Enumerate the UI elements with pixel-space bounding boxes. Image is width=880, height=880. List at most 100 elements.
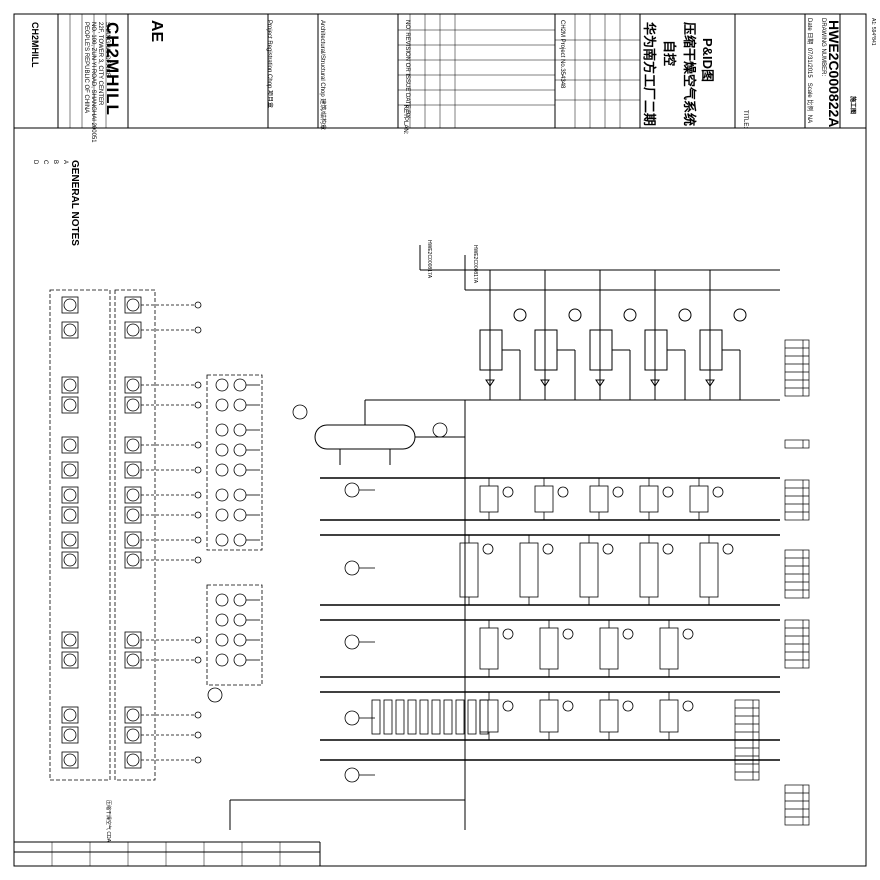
- stage-label: 施工图: [849, 96, 855, 115]
- instrument-bubble: [63, 298, 77, 312]
- instrument-bubble: [126, 378, 140, 392]
- equipment: [579, 542, 599, 598]
- dryer-vessel: [699, 329, 723, 371]
- instrument-bubble: [215, 398, 229, 412]
- instrument-bubble: [682, 700, 694, 712]
- equipment: [639, 485, 659, 513]
- valve: [650, 379, 660, 387]
- instrument-bubble: [233, 398, 247, 412]
- general-notes-list: A B C D: [32, 160, 68, 165]
- instrument-box: [61, 631, 79, 649]
- pressure-gauge: [344, 767, 360, 783]
- equipment: [599, 627, 619, 670]
- instrument-bubble: [682, 628, 694, 640]
- equipment: [639, 542, 659, 598]
- revision-header: NO. REVISION OR ISSUE DATE BY: [404, 20, 410, 119]
- instrument-bubble: [513, 308, 527, 322]
- instrument-bubble: [126, 323, 140, 337]
- company-address: SHANGHAI OFFICE 22F, TOWER 3, CITY CENTE…: [83, 22, 110, 143]
- instrument-bubble: [126, 398, 140, 412]
- equipment: [539, 627, 559, 670]
- connector: [194, 656, 202, 664]
- instrument-bubble: [63, 378, 77, 392]
- valve: [595, 379, 605, 387]
- instrument-bubble: [233, 423, 247, 437]
- instrument-box: [61, 751, 79, 769]
- instrument-bubble: [215, 443, 229, 457]
- ae-logo: AE: [148, 20, 165, 43]
- instrument-bubble: [233, 488, 247, 502]
- instrument-bubble: [233, 633, 247, 647]
- connector: [194, 536, 202, 544]
- filter-element: [371, 699, 381, 735]
- instrument-bubble: [233, 533, 247, 547]
- pressure-gauge: [344, 710, 360, 726]
- instrument-bubble: [233, 613, 247, 627]
- connector: [194, 711, 202, 719]
- instrument-bubble: [502, 700, 514, 712]
- connector: [194, 326, 202, 334]
- connector: [194, 511, 202, 519]
- instrument-box: [61, 396, 79, 414]
- connector: [194, 556, 202, 564]
- pressure-gauge: [344, 482, 360, 498]
- project-title-line-2: 自控: [662, 40, 677, 67]
- equipment: [589, 485, 609, 513]
- instrument-bubble: [126, 508, 140, 522]
- filter-element: [431, 699, 441, 735]
- equipment: [479, 485, 499, 513]
- pressure-gauge: [207, 687, 223, 703]
- instrument-bubble: [215, 593, 229, 607]
- instrument-box: [61, 651, 79, 669]
- connector: [194, 301, 202, 309]
- instrument-bubble: [63, 753, 77, 767]
- instrument-bubble: [233, 508, 247, 522]
- equipment: [539, 699, 559, 733]
- instrument-bubble: [215, 463, 229, 477]
- instrument-bubble: [63, 438, 77, 452]
- connector: [194, 401, 202, 409]
- instrument-box: [61, 506, 79, 524]
- pressure-gauge: [344, 560, 360, 576]
- equipment: [479, 699, 499, 733]
- instrument-bubble: [233, 378, 247, 392]
- filter-element: [395, 699, 405, 735]
- ch2m-project-no: CH2M Project No.354348: [559, 20, 565, 89]
- instrument-bubble: [126, 553, 140, 567]
- connector: [194, 381, 202, 389]
- tag-table: [784, 439, 810, 449]
- instrument-bubble: [502, 486, 514, 498]
- instrument-bubble: [63, 728, 77, 742]
- instrument-bubble: [126, 298, 140, 312]
- instrument-box: [61, 486, 79, 504]
- instrument-bubble: [233, 463, 247, 477]
- sheet-code: A1: 594*841: [870, 18, 876, 46]
- instrument-bubble: [542, 543, 554, 555]
- equipment: [689, 485, 709, 513]
- company-logo-text: CH2MHILL: [30, 22, 40, 68]
- instrument-bubble: [126, 753, 140, 767]
- pressure-gauge: [292, 404, 308, 420]
- filter-element: [467, 699, 477, 735]
- instrument-box: [61, 551, 79, 569]
- instrument-bubble: [63, 508, 77, 522]
- dryer-vessel: [644, 329, 668, 371]
- instrument-bubble: [215, 533, 229, 547]
- equipment: [479, 627, 499, 670]
- instrument-bubble: [63, 323, 77, 337]
- instrument-bubble: [233, 593, 247, 607]
- instrument-box: [61, 436, 79, 454]
- instrument-bubble: [557, 486, 569, 498]
- instrument-bubble: [126, 488, 140, 502]
- instrument-bubble: [602, 543, 614, 555]
- equipment: [699, 542, 719, 598]
- filter-element: [443, 699, 453, 735]
- instrument-bubble: [233, 653, 247, 667]
- instrument-box: [61, 726, 79, 744]
- project-title-line-3: 压缩干燥空气系统: [682, 22, 697, 127]
- instrument-bubble: [562, 628, 574, 640]
- instrument-bubble: [215, 488, 229, 502]
- top-right-tag: HWE2C000817A: [472, 245, 478, 284]
- instrument-bubble: [63, 533, 77, 547]
